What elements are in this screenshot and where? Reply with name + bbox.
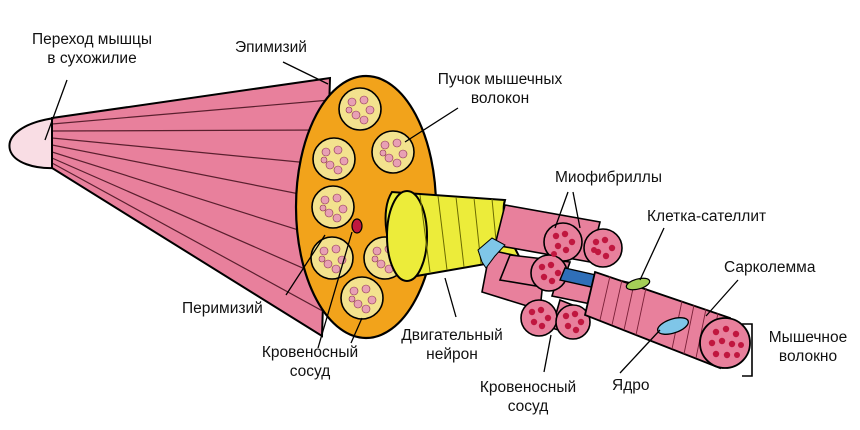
- label-epimysium: Эпимизий: [235, 39, 307, 56]
- fascicle: [371, 130, 415, 174]
- myofibril-end: [520, 299, 558, 337]
- label-motor-neuron: Двигательный нейрон: [401, 327, 503, 363]
- neuron-branch: [477, 237, 506, 269]
- myofibril-end: [530, 254, 568, 292]
- label-perimysium: Перимизий: [182, 300, 263, 317]
- label-muscle-fiber: Мышечное волокно: [768, 329, 848, 365]
- motor-neuron-sheath-end: [386, 190, 428, 282]
- muscle-striations: [52, 99, 330, 316]
- label-fascicle: Пучок мышечных волокон: [437, 71, 563, 107]
- cross-section-blood-vessel: [351, 218, 363, 234]
- label-blood-vessel-left: Кровеносный сосуд: [261, 344, 359, 380]
- fascicle: [340, 276, 384, 320]
- muscle-fiber-bracket: [742, 323, 753, 377]
- satellite-cell-shape: [625, 277, 651, 291]
- fascicle: [312, 137, 356, 181]
- leader-lines: [44, 61, 739, 374]
- nucleus-shape: [656, 317, 690, 335]
- fascicle-fibers: [318, 95, 408, 314]
- fascicle: [338, 87, 382, 131]
- myofibril-end: [583, 228, 623, 268]
- label-blood-vessel-bottom: Кровеносный сосуд: [479, 379, 577, 415]
- label-nucleus: Ядро: [612, 377, 650, 394]
- label-myofibrils: Миофибриллы: [555, 169, 662, 186]
- fascicle: [311, 185, 355, 229]
- muscle-body: [51, 76, 332, 338]
- tendon-tip: [8, 116, 56, 170]
- label-sarcolemma: Сарколемма: [724, 259, 816, 276]
- fascicle: [310, 236, 354, 280]
- myofibril-dots: [528, 230, 616, 334]
- label-tendon-transition: Переход мышцы в сухожилие: [31, 31, 153, 67]
- myofibril-end: [555, 304, 591, 340]
- muscle-fiber-end-dots: [708, 325, 744, 359]
- label-satellite-cell: Клетка-сателлит: [647, 208, 767, 225]
